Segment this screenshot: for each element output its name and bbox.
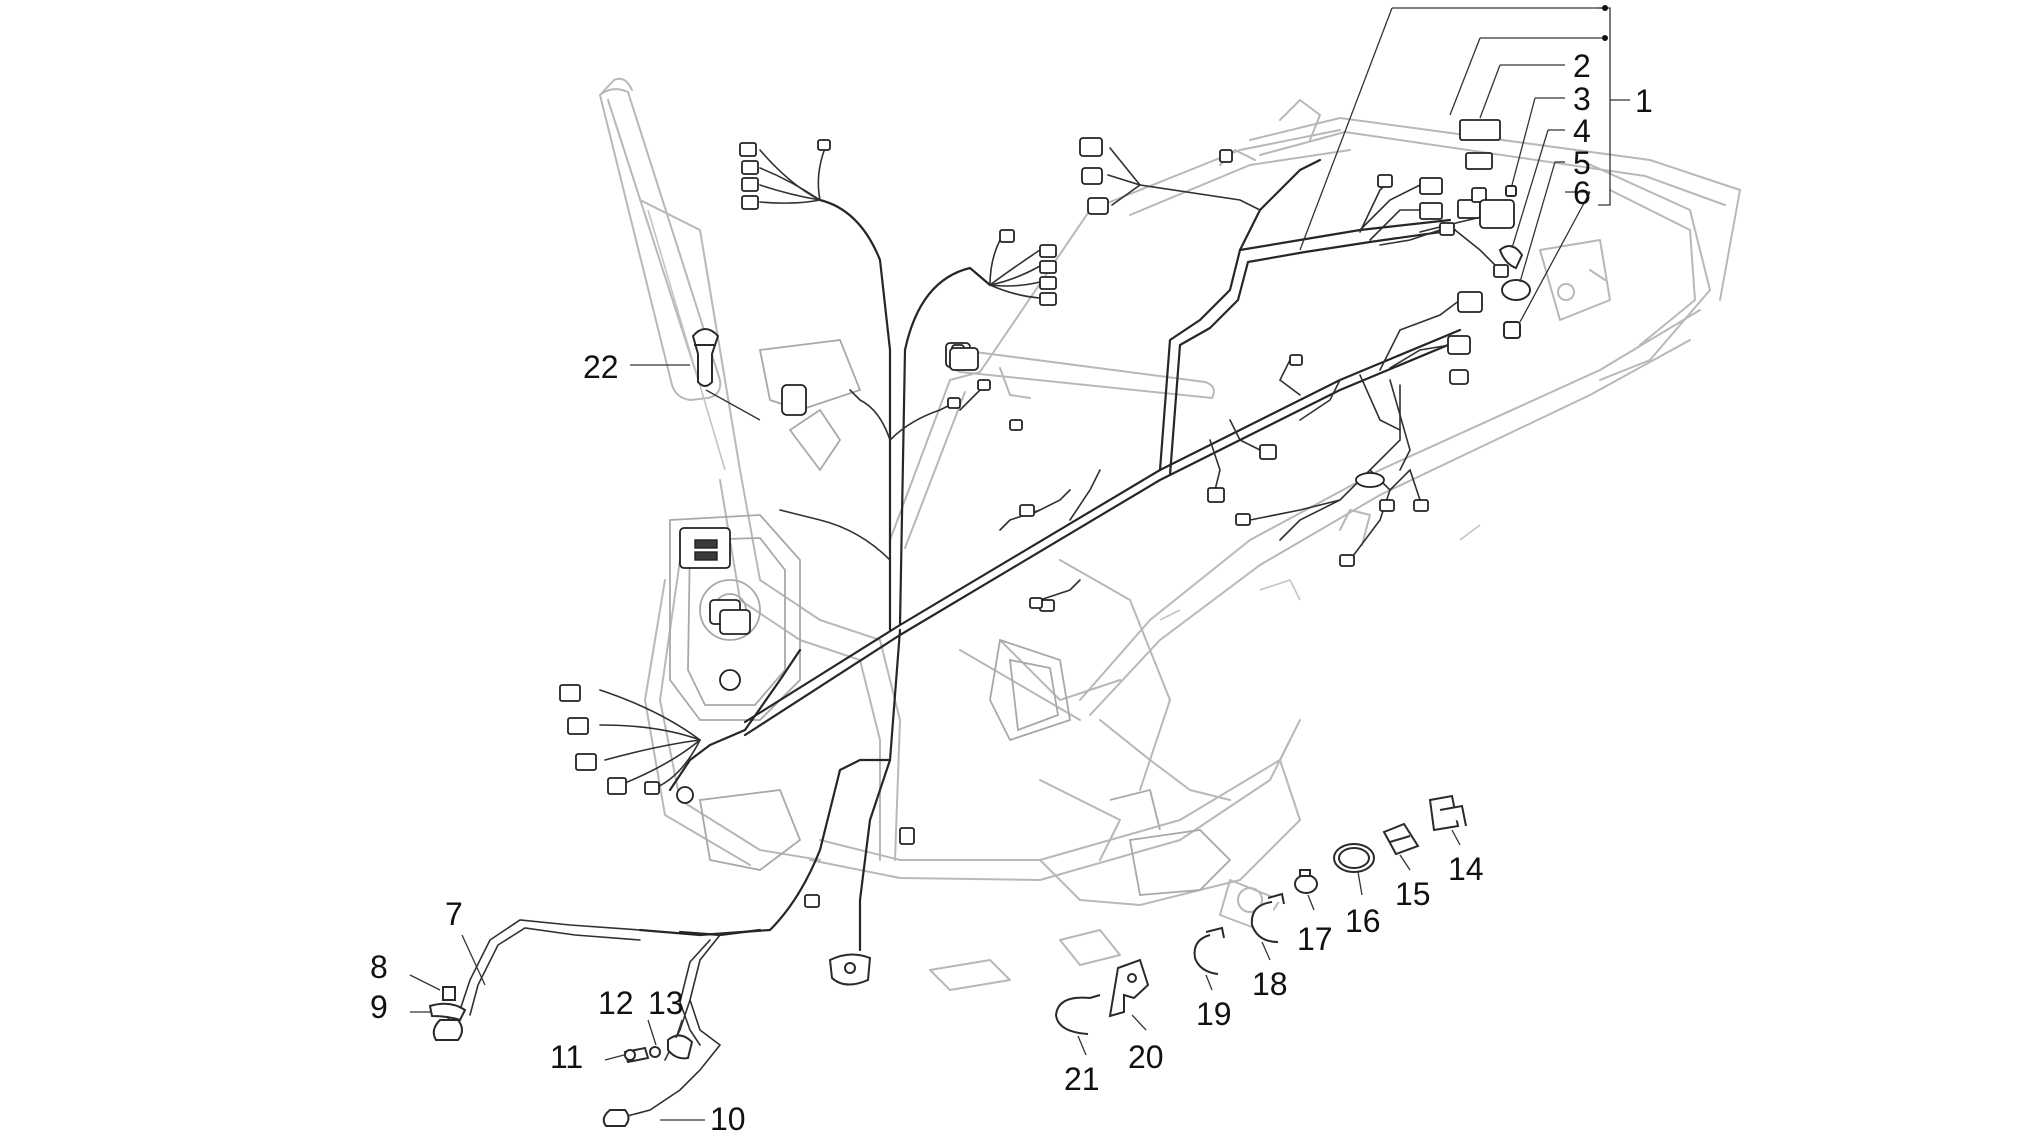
callout-17: 17 [1297,921,1333,957]
callout-22: 22 [583,349,619,385]
callout-1: 1 [1635,83,1653,119]
callout-5: 5 [1573,145,1591,181]
callout-13: 13 [648,985,684,1021]
callout-9: 9 [370,989,388,1025]
callout-labels: 1 2 3 4 5 6 7 8 9 10 11 12 13 14 15 16 1… [370,48,1653,1137]
callout-15: 15 [1395,876,1431,912]
small-parts [428,185,1531,1127]
connectors [559,119,1515,908]
callout-11: 11 [550,1039,583,1075]
callout-6: 6 [1573,175,1591,211]
callout-19: 19 [1196,996,1232,1032]
callout-2: 2 [1573,48,1591,84]
callout-7: 7 [445,896,463,932]
callout-4: 4 [1573,113,1591,149]
main-wiring-harness [638,158,1462,952]
callout-16: 16 [1345,903,1381,939]
callout-10: 10 [710,1101,746,1137]
scooter-frame [599,88,1741,991]
branch-wires [439,147,1501,1119]
callout-14: 14 [1448,851,1484,887]
callout-18: 18 [1252,966,1288,1002]
callout-21: 21 [1064,1061,1100,1097]
leader-lines [409,5,1630,1121]
engine-block [599,77,1232,896]
callout-20: 20 [1128,1039,1164,1075]
callout-3: 3 [1573,81,1591,117]
callout-8: 8 [370,949,388,985]
callout-12: 12 [598,985,634,1021]
